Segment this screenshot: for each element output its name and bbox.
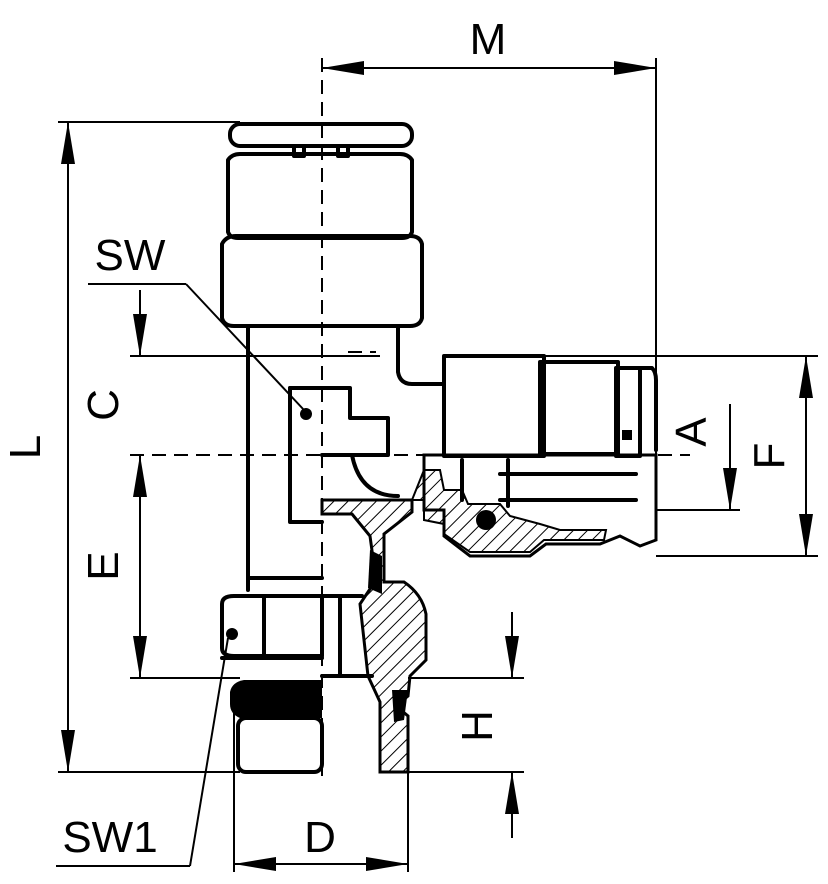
hex-nut	[220, 594, 324, 660]
threaded-stud	[230, 680, 324, 774]
label-d: D	[304, 813, 336, 862]
dimension-e: E	[79, 455, 240, 679]
label-l: L	[1, 435, 50, 459]
label-e: E	[79, 551, 128, 580]
section-right-half	[320, 498, 428, 774]
label-a: A	[667, 417, 716, 447]
dimension-c: C	[79, 290, 380, 421]
dimension-l: L	[1, 121, 240, 773]
leader-sw: SW	[88, 231, 305, 411]
leader-sw1: SW1	[56, 637, 229, 867]
label-m: M	[470, 15, 507, 64]
top-collet	[220, 122, 424, 328]
label-h: H	[453, 710, 502, 742]
dimension-m: M	[322, 15, 657, 460]
label-sw1: SW1	[62, 813, 157, 862]
label-f: F	[745, 443, 794, 470]
label-sw: SW	[95, 231, 166, 280]
dimension-d: D	[233, 690, 409, 872]
dimension-h: H	[408, 612, 524, 838]
drill-hole-icon	[300, 408, 312, 420]
dimension-f: F	[540, 355, 818, 557]
body-left-half	[246, 324, 390, 592]
side-branch	[350, 324, 658, 558]
dimension-a: A	[656, 404, 740, 511]
label-c: C	[79, 389, 128, 421]
nut-mark-icon	[226, 628, 238, 640]
